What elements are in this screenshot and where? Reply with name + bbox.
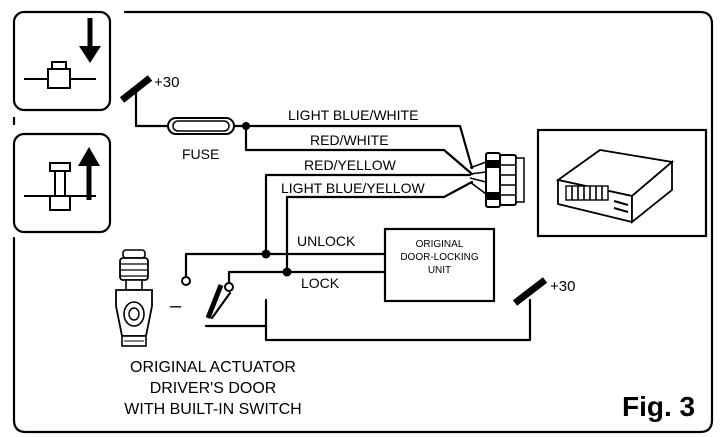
minus-label: – bbox=[170, 295, 182, 317]
actuator-caption-2: DRIVER'S DOOR bbox=[150, 380, 277, 397]
lock-pin-up-icon bbox=[12, 132, 112, 234]
plus30-top-label: +30 bbox=[154, 74, 179, 91]
power-feed-top bbox=[119, 75, 474, 170]
actuator-switch bbox=[181, 276, 268, 328]
wire-light-blue-yellow bbox=[285, 180, 474, 274]
lock-pin-down-icon bbox=[12, 10, 112, 112]
wire-red-yellow-label: RED/YELLOW bbox=[304, 157, 397, 173]
actuator-caption-3: WITH BUILT-IN SWITCH bbox=[124, 401, 301, 418]
wire-red-white-label: RED/WHITE bbox=[310, 132, 389, 148]
unlock-label: UNLOCK bbox=[297, 233, 356, 249]
wire-light-blue-white-label: LIGHT BLUE/WHITE bbox=[288, 107, 418, 123]
unit-label-1: ORIGINAL bbox=[416, 239, 464, 250]
fuse-icon bbox=[167, 117, 235, 135]
door-locking-unit bbox=[383, 227, 496, 303]
wire-red-white bbox=[244, 124, 474, 176]
actuator-caption-1: ORIGINAL ACTUATOR bbox=[130, 359, 296, 376]
unit-label-3: UNIT bbox=[428, 265, 451, 276]
wire-right-supply bbox=[264, 298, 532, 342]
unit-label-2: DOOR-LOCKING bbox=[400, 252, 479, 263]
lock-label: LOCK bbox=[301, 275, 340, 291]
plus30-right-label: +30 bbox=[550, 278, 575, 295]
figure-frame bbox=[12, 10, 714, 434]
control-module-icon bbox=[536, 128, 708, 238]
wire-unlock bbox=[184, 252, 387, 278]
plus30-right-terminal bbox=[512, 277, 548, 306]
connector-icon bbox=[469, 152, 525, 208]
actuator-icon bbox=[115, 249, 153, 347]
fuse-label: FUSE bbox=[182, 146, 219, 162]
wire-red-yellow bbox=[264, 173, 472, 254]
figure-label: Fig. 3 bbox=[622, 391, 695, 422]
wire-light-blue-yellow-label: LIGHT BLUE/YELLOW bbox=[281, 180, 425, 196]
junction-unlock bbox=[261, 249, 271, 259]
junction-lock bbox=[282, 267, 292, 277]
